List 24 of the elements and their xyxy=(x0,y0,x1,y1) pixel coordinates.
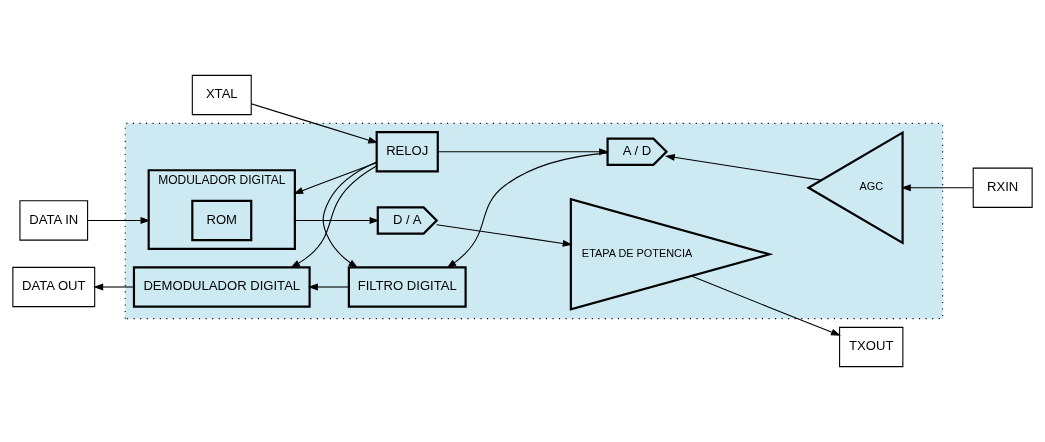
arrow xyxy=(690,275,841,336)
node-box: TXOUT xyxy=(839,326,904,368)
node-box: RXIN xyxy=(972,167,1033,208)
node-box: XTAL xyxy=(191,74,252,116)
arrow xyxy=(322,161,378,269)
arrow xyxy=(87,217,151,224)
arrow xyxy=(290,165,377,268)
arrow xyxy=(294,217,380,224)
arrow xyxy=(293,162,378,195)
arrow xyxy=(93,283,135,291)
arrow xyxy=(308,283,349,291)
node-box: DATA OUT xyxy=(12,266,96,308)
arrow xyxy=(446,152,608,269)
arrow xyxy=(900,184,974,192)
cluster xyxy=(124,122,944,320)
node-box: DATA IN xyxy=(19,200,89,241)
arrow xyxy=(250,103,379,144)
arrow xyxy=(664,154,822,181)
node-box: RELOJ xyxy=(375,131,439,173)
node-box: ROM xyxy=(191,199,253,242)
node-box: DEMODULADOR DIGITAL xyxy=(132,266,311,308)
arrow xyxy=(437,148,609,156)
node-box: FILTRO DIGITAL xyxy=(347,266,467,308)
arrow xyxy=(436,224,573,247)
